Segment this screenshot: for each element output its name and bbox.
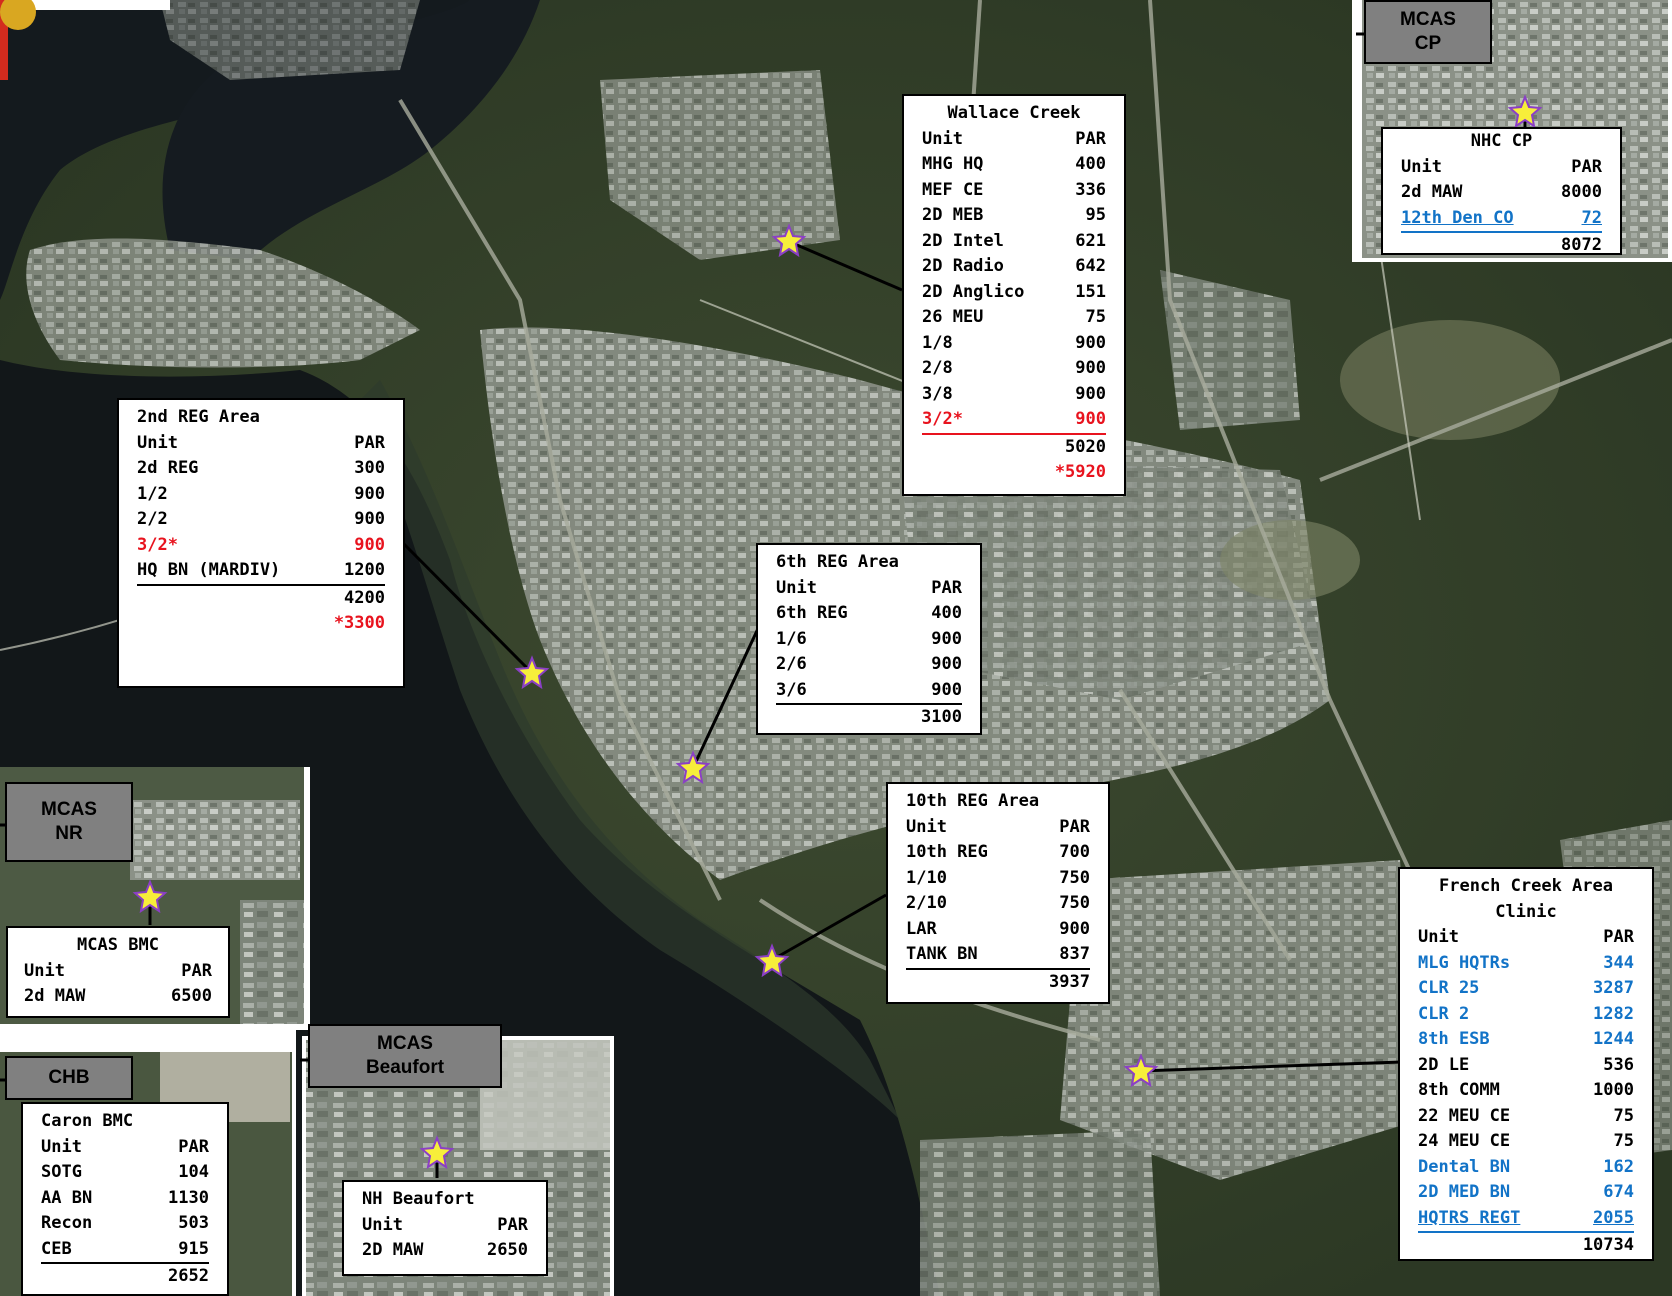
star-icon xyxy=(514,655,550,690)
panel-title: Wallace Creek xyxy=(947,103,1081,123)
panel-title: French Creek Area xyxy=(1439,876,1613,896)
label-mcas-beaufort: MCAS Beaufort xyxy=(308,1024,502,1088)
star-icon xyxy=(1123,1053,1159,1088)
star-markers xyxy=(98,94,1543,1170)
panel-title: MCAS BMC xyxy=(77,935,159,955)
panel-subtitle: Clinic xyxy=(1495,901,1557,922)
panel-total: 2652 xyxy=(168,1266,209,1286)
panel-title: 10th REG Area xyxy=(906,791,1040,811)
panel-title: 6th REG Area xyxy=(776,552,899,572)
panel-title: NH Beaufort xyxy=(362,1189,475,1209)
panel-total: 3937 xyxy=(1049,971,1090,992)
list-item: 3/2*900 xyxy=(922,407,1106,435)
panel-title: Caron BMC xyxy=(41,1111,134,1131)
label-mcas-cp: MCAS CP xyxy=(1364,0,1492,64)
panel-total: 3100 xyxy=(921,707,962,727)
star-icon xyxy=(419,1135,455,1170)
panel-total: 8072 xyxy=(1561,235,1602,255)
panel-title: 2nd REG Area xyxy=(137,407,260,427)
list-item: HQ BN (MARDIV)1200 xyxy=(137,558,385,586)
label-chb: CHB xyxy=(5,1056,133,1100)
star-icon xyxy=(675,750,711,785)
star-icon xyxy=(771,223,807,258)
panel-total-adjusted: *3300 xyxy=(333,613,385,633)
star-icon xyxy=(1507,94,1543,129)
panel-total: 10734 xyxy=(1582,1235,1634,1255)
list-item: 3/2*900 xyxy=(137,534,385,555)
star-icon xyxy=(754,943,790,978)
panel-total: 4200 xyxy=(344,587,385,608)
panel-total-adjusted: *5920 xyxy=(1054,462,1106,482)
panel-total: 5020 xyxy=(1065,436,1106,457)
label-mcas-nr: MCAS NR xyxy=(5,782,133,862)
panel-title: NHC CP xyxy=(1470,131,1533,151)
star-icon xyxy=(132,879,168,914)
